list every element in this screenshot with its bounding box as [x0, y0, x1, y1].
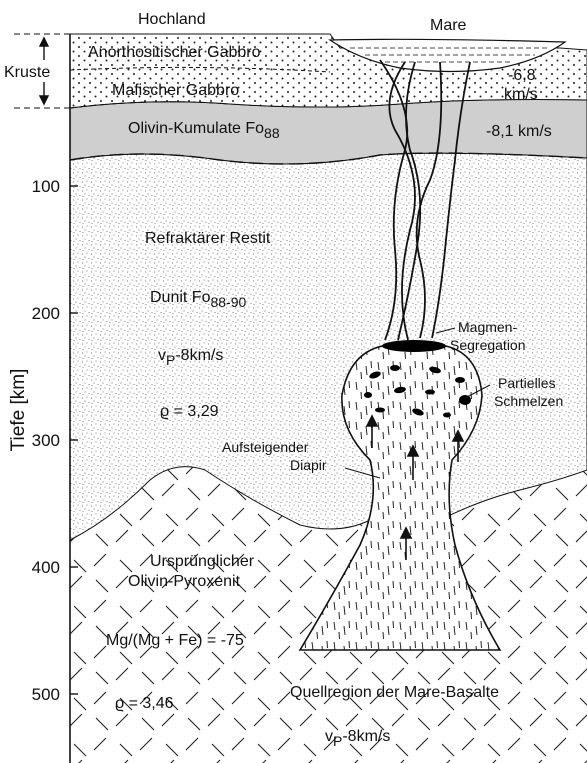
crust-velocity-unit: km/s — [504, 86, 538, 103]
mg-ratio-label: Mg/(Mg + Fe) = -75 — [106, 632, 244, 649]
urspruenglicher-label-line2: Olivin-Pyroxenit — [128, 573, 241, 590]
kruste-label: Kruste — [4, 64, 50, 81]
magmen-label-line1: Magmen- — [458, 319, 517, 335]
density-upper-label: ϱ = 3,29 — [160, 403, 219, 420]
tick-100: 100 — [32, 177, 60, 196]
quellregion-label: Quellregion der Mare-Basalte — [290, 684, 499, 701]
mare-label: Mare — [430, 17, 467, 34]
tick-400: 400 — [32, 558, 60, 577]
depth-axis-title: Tiefe [km] — [8, 369, 29, 452]
tick-200: 200 — [32, 304, 60, 323]
tick-500: 500 — [32, 685, 60, 704]
hochland-label: Hochland — [138, 11, 206, 28]
aufsteigender-label-line1: Aufsteigender — [222, 439, 309, 455]
olivin-velocity-label: -8,1 km/s — [486, 123, 552, 140]
urspruenglicher-label-line1: Ursprünglicher — [150, 553, 255, 570]
partielles-label-line1: Partielles — [498, 375, 556, 391]
anorthositischer-gabbro-label: Anorthositischer Gabbro — [88, 44, 261, 61]
mafischer-gabbro-label: Mafischer Gabbro — [112, 82, 239, 99]
depth-axis: 100 200 300 400 500 Tiefe [km] — [8, 34, 78, 763]
magmen-segregation-lens — [382, 340, 446, 352]
magmen-label-line2: Segregation — [450, 337, 526, 353]
refraktaerer-restit-label: Refraktärer Restit — [145, 230, 271, 247]
tick-300: 300 — [32, 431, 60, 450]
aufsteigender-label-line2: Diapir — [290, 457, 327, 473]
crust-velocity-value: -6,8 — [508, 67, 536, 84]
partielles-label-line2: Schmelzen — [494, 393, 563, 409]
density-lower-label: ϱ = 3,46 — [115, 695, 174, 712]
